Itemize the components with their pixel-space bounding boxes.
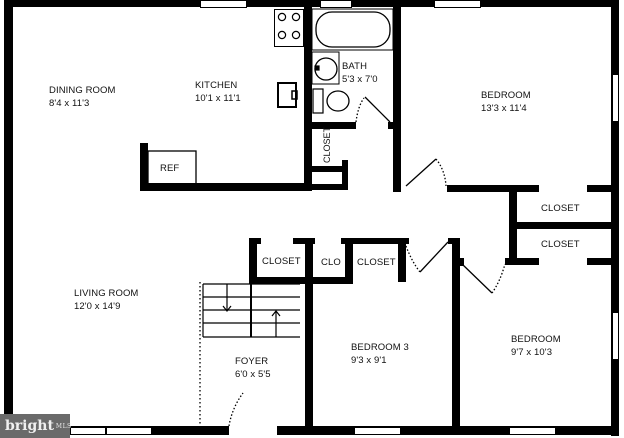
room-foyer-dims: 6'0 x 5'5 <box>235 369 271 380</box>
room-bedroom-main: BEDROOM 13'3 x 11'4 <box>481 89 531 115</box>
window-top-1 <box>200 0 247 8</box>
wall-closet-right <box>342 160 348 190</box>
room-kitchen-name: KITCHEN <box>195 80 238 91</box>
wall-closet2-top <box>341 238 409 244</box>
wall-hall-closet-mid <box>305 238 313 428</box>
wall-bedroom-se-stub <box>458 258 464 266</box>
wall-left <box>4 0 13 420</box>
wall-closets-divider <box>509 222 615 229</box>
bright-mls-watermark: bright MLS <box>0 414 72 438</box>
label-clo-hall: CLO <box>321 257 341 268</box>
room-bath-name: BATH <box>342 61 368 72</box>
window-bottom-3 <box>354 427 401 435</box>
room-kitchen: KITCHEN 10'1 x 11'1 <box>195 79 241 105</box>
room-living-name: LIVING ROOM <box>74 288 139 299</box>
window-bottom-4 <box>509 427 556 435</box>
wall-closet-base <box>312 184 348 190</box>
room-bath-dims: 5'3 x 7'0 <box>342 74 378 85</box>
wall-closet-se-r <box>587 258 615 265</box>
room-bedroom-se-name: BEDROOM <box>511 334 561 345</box>
wall-bath-bottom-r <box>388 122 394 129</box>
label-closet-ne1: CLOSET <box>541 203 580 214</box>
room-foyer-name: FOYER <box>235 356 269 367</box>
wall-closet2-right <box>398 238 406 282</box>
label-closet-hall2: CLOSET <box>357 257 396 268</box>
wall-hall-closet-a-top-r <box>293 238 315 244</box>
wall-right <box>611 0 619 436</box>
window-top-2 <box>320 0 352 8</box>
room-dining-dims: 8'4 x 11'3 <box>49 98 90 109</box>
watermark-suffix: MLS <box>55 422 72 430</box>
room-living: LIVING ROOM 12'0 x 14'9 <box>74 287 138 313</box>
room-bath: BATH 5'3 x 7'0 <box>342 60 378 86</box>
room-living-dims: 12'0 x 14'9 <box>74 301 121 312</box>
room-bedroom-se-dims: 9'7 x 10'3 <box>511 347 553 358</box>
wall-hall-closet-a-top-l <box>249 238 261 244</box>
wall-bath-bottom-l <box>312 122 356 129</box>
wall-bedroom-divider <box>452 238 460 428</box>
wall-hall-closet-a-left <box>249 238 257 278</box>
room-kitchen-dims: 10'1 x 11'1 <box>195 93 241 104</box>
room-bedroom3-dims: 9'3 x 9'1 <box>351 355 387 366</box>
wall-kitchen-bottom <box>140 183 312 191</box>
window-bottom-2 <box>106 427 152 435</box>
room-bedroom3-name: BEDROOM 3 <box>351 342 409 353</box>
wall-closet-bottom <box>312 166 348 172</box>
label-closet-hall1: CLOSET <box>262 256 301 267</box>
wall-bath-right <box>393 0 401 192</box>
room-dining-name: DINING ROOM <box>49 85 116 96</box>
window-right-1 <box>612 74 619 122</box>
wall-kitchen-right <box>304 0 312 190</box>
wall-clo-right <box>345 238 353 284</box>
wall-bottom <box>4 426 619 435</box>
room-bedroom-main-dims: 13'3 x 11'4 <box>481 103 527 114</box>
window-bottom-1 <box>70 427 106 435</box>
wall-bedroom-ne-bottom <box>447 185 539 192</box>
room-bedroom3: BEDROOM 3 9'3 x 9'1 <box>351 341 409 367</box>
room-bedroom-main-name: BEDROOM <box>481 90 531 101</box>
wall-bedroom-divider-cap <box>448 238 460 244</box>
watermark-brand: bright <box>5 418 54 434</box>
front-door-opening <box>229 426 277 435</box>
label-closet-ne2: CLOSET <box>541 239 580 250</box>
wall-hall-closets-bottom <box>249 277 353 284</box>
window-top-3 <box>434 0 481 8</box>
wall-closet-se-l <box>505 258 539 265</box>
wall-kitchen-stub <box>140 143 148 191</box>
window-right-2 <box>612 312 619 360</box>
room-foyer: FOYER 6'0 x 5'5 <box>235 355 271 381</box>
label-closet-bath: CLOSET <box>322 126 332 163</box>
wall-bedroom-ne-bottom-r <box>587 185 615 192</box>
room-dining: DINING ROOM 8'4 x 11'3 <box>49 84 116 110</box>
label-ref: REF <box>160 163 180 174</box>
room-bedroom-se: BEDROOM 9'7 x 10'3 <box>511 333 561 359</box>
